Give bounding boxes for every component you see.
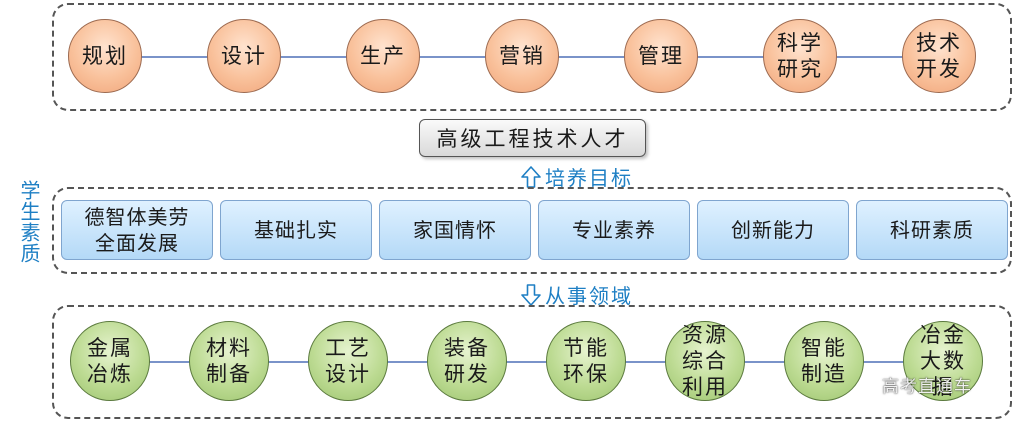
career-circle-planning: 规划: [68, 19, 142, 93]
talent-title-box: 高级工程技术人才: [419, 119, 646, 157]
quality-box-professionalism: 专业素养: [538, 200, 690, 260]
goal-arrow-label: 培养目标: [521, 162, 633, 191]
quality-box-patriotism: 家国情怀: [379, 200, 531, 260]
career-circle-tech-development: 技术 开发: [902, 19, 976, 93]
field-connector-line: [110, 361, 940, 363]
down-arrow-icon: [521, 283, 541, 306]
field-arrow-label: 从事领域: [521, 280, 633, 309]
quality-box-all-round: 德智体美劳 全面发展: [61, 200, 213, 260]
career-circle-research: 科学 研究: [763, 19, 837, 93]
field-circle-energy-saving: 节能 环保: [546, 321, 626, 401]
field-label-text: 从事领域: [545, 284, 633, 308]
quality-box-solid-foundation: 基础扎实: [220, 200, 372, 260]
student-quality-side-label: 学生素质: [17, 180, 41, 264]
field-circle-intelligent-manufacturing: 智能 制造: [784, 321, 864, 401]
field-circle-resource-utilization: 资源 综合 利用: [665, 321, 745, 401]
quality-box-research: 科研素质: [856, 200, 1008, 260]
goal-label-text: 培养目标: [545, 166, 633, 190]
career-group-box: [52, 3, 1012, 111]
field-circle-material-preparation: 材料 制备: [189, 321, 269, 401]
up-arrow-icon: [521, 165, 541, 188]
field-circle-equipment-rd: 装备 研发: [427, 321, 507, 401]
quality-group-box: [52, 187, 1012, 274]
field-circle-process-design: 工艺 设计: [308, 321, 388, 401]
field-group-box: [52, 305, 1012, 419]
career-circle-marketing: 营销: [485, 19, 559, 93]
quality-box-innovation: 创新能力: [697, 200, 849, 260]
career-circle-design: 设计: [207, 19, 281, 93]
career-circle-production: 生产: [346, 19, 420, 93]
watermark: 高考直通车: [882, 377, 972, 397]
field-circle-metallurgy-big-data: 冶金 大数 据: [903, 321, 983, 401]
career-circle-management: 管理: [624, 19, 698, 93]
field-circle-metal-smelting: 金属 冶炼: [70, 321, 150, 401]
